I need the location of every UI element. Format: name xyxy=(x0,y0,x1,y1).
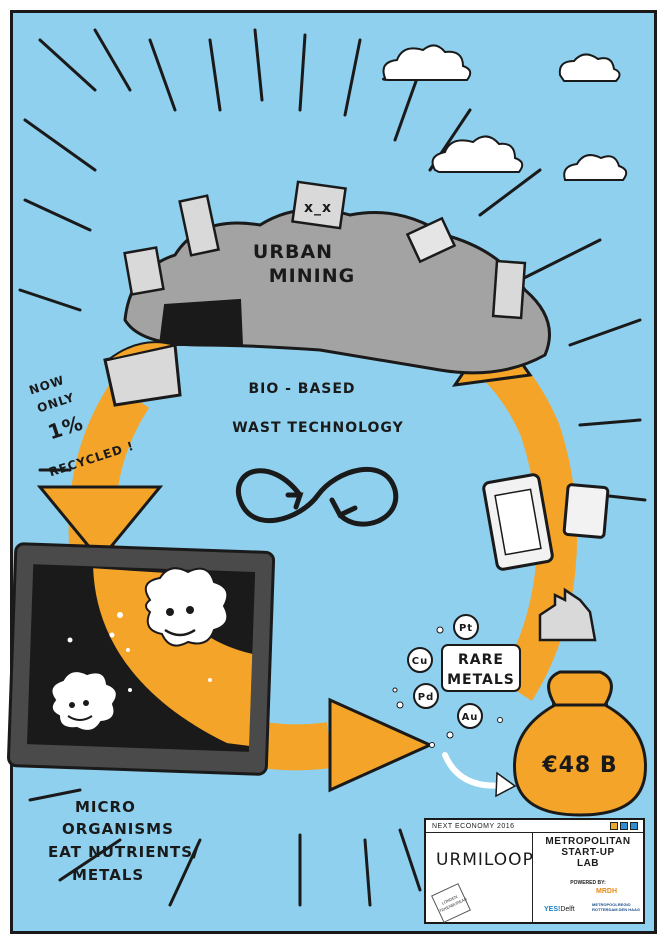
urban-mining-heap: x_x URBAN MINING xyxy=(103,180,551,407)
mrdh-logo: MRDH xyxy=(596,888,617,895)
credits-box: NEXT ECONOMY 2016 URMILOOP METROPOLITAN … xyxy=(424,818,645,924)
svg-text:x_x: x_x xyxy=(304,200,332,216)
money-amount: €48 B xyxy=(541,753,617,778)
element-au xyxy=(457,703,483,729)
microorganism-monitor xyxy=(7,542,276,776)
server-tower xyxy=(178,194,220,257)
urban-label: URBAN xyxy=(253,241,333,263)
cloud xyxy=(558,53,621,82)
broken-monitor xyxy=(291,180,347,230)
bio-based-label: BIO - BASED xyxy=(248,381,355,397)
yes-delft-logo: YES!Delft xyxy=(544,906,575,913)
arrow-through-screen xyxy=(93,568,253,746)
cloud xyxy=(431,135,524,173)
devices xyxy=(482,473,610,642)
tablet-icon xyxy=(562,483,610,539)
studio-stamp: LONDEN TEKENBUREAU xyxy=(431,883,471,923)
pt-label: Pt xyxy=(459,623,473,634)
cloud xyxy=(563,154,628,181)
clouds xyxy=(382,44,628,181)
down-arrow-head xyxy=(36,485,164,563)
microorganism-large xyxy=(144,567,229,647)
micro-label-1: MICRO xyxy=(75,798,136,816)
cart-ore xyxy=(107,341,176,361)
micro-label-3: EAT NUTRIENTS/ xyxy=(48,843,200,861)
mine-tunnel xyxy=(158,298,244,346)
factory-icon xyxy=(538,587,597,642)
rare-metals: Pt Cu Pd Au RARE METALS xyxy=(392,614,521,748)
mining-label: MINING xyxy=(269,265,355,287)
bag-body xyxy=(513,670,647,817)
waste-technology-label: WAST TECHNOLOGY xyxy=(232,420,404,436)
laptop xyxy=(405,216,457,264)
flow-arrow-head xyxy=(495,771,517,798)
pd-label: Pd xyxy=(418,692,435,703)
au-label: Au xyxy=(462,712,479,723)
recycled-percent: 1% xyxy=(45,410,87,444)
element-pd xyxy=(413,683,439,709)
micro-label-4: METALS xyxy=(72,866,144,884)
cu-label: Cu xyxy=(412,656,428,667)
rare-label: RARE xyxy=(458,652,504,668)
server-tower xyxy=(491,259,527,320)
mrdh-subtitle: METROPOOLREGIO ROTTERDAM DEN HAAG xyxy=(592,902,640,912)
element-pt xyxy=(453,614,479,640)
metals-label: METALS xyxy=(447,672,515,688)
burst-rays xyxy=(18,28,647,907)
color-square xyxy=(620,822,628,830)
right-arrow-head xyxy=(328,697,434,793)
color-square xyxy=(630,822,638,830)
element-cu xyxy=(407,647,433,673)
micro-label-2: ORGANISMS xyxy=(62,820,174,838)
color-square xyxy=(610,822,618,830)
event-label: NEXT ECONOMY 2016 xyxy=(432,823,515,830)
money-bag: €48 B xyxy=(513,670,647,817)
cloud xyxy=(382,44,472,81)
company-name: URMILOOP xyxy=(436,850,534,870)
pc-case xyxy=(123,246,165,296)
infinity-loop-icon xyxy=(236,467,399,527)
rare-metals-box xyxy=(441,644,521,692)
powered-by-label: POWERED BY: xyxy=(570,880,606,886)
lab-title: METROPOLITAN START-UP LAB xyxy=(545,836,631,869)
